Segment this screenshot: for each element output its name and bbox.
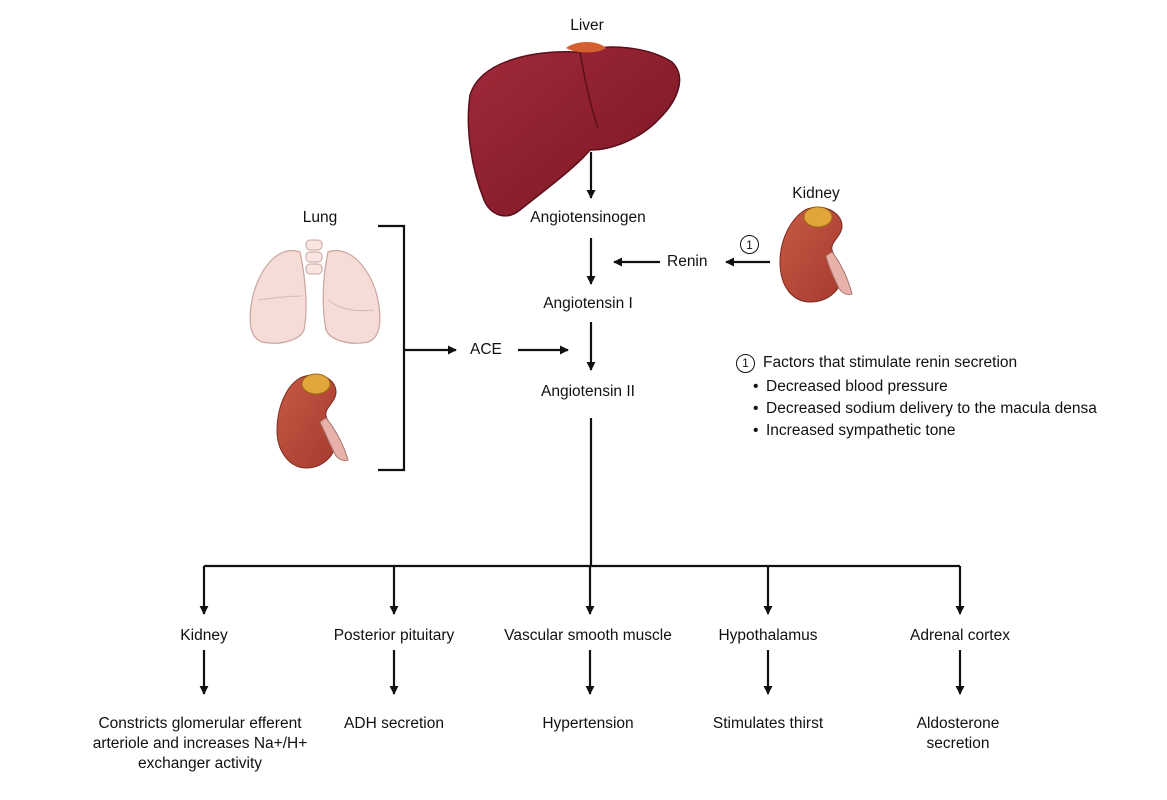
target-site-kidney: Kidney — [180, 627, 228, 644]
factor-marker-icon: 1 — [740, 235, 759, 254]
ace-source-bracket — [378, 224, 406, 472]
effect-posterior-pituitary: ADH secretion — [344, 715, 444, 732]
effect-hypothalamus: Stimulates thirst — [712, 715, 824, 732]
note-item: Decreased sodium delivery to the macula … — [736, 398, 1097, 420]
angiotensin-i-label: Angiotensin I — [543, 295, 633, 312]
liver-illustration — [467, 42, 681, 217]
renin-label: Renin — [667, 253, 708, 270]
target-site-hypothalamus: Hypothalamus — [718, 627, 818, 644]
kidney-label: Kidney — [792, 185, 840, 202]
renin-stimuli-note: 1 Factors that stimulate renin secretion… — [736, 352, 1097, 442]
effect-vascular-smooth-muscle: Hypertension — [542, 715, 634, 732]
kidney-illustration-right — [779, 206, 853, 303]
note-heading: Factors that stimulate renin secretion — [763, 354, 1018, 371]
ace-label: ACE — [470, 341, 502, 358]
lung-label: Lung — [302, 209, 338, 226]
liver-label: Liver — [570, 17, 604, 34]
effect-kidney: Constricts glomerular efferent arteriole… — [92, 715, 308, 772]
kidney-illustration-left — [276, 373, 349, 469]
target-site-posterior-pituitary: Posterior pituitary — [333, 627, 455, 644]
note-item: Increased sympathetic tone — [736, 420, 1097, 442]
lung-illustration — [249, 239, 381, 344]
angiotensin-ii-label: Angiotensin II — [541, 383, 635, 400]
effect-adrenal-cortex: Aldosterone secretion — [916, 715, 1000, 752]
note-marker-icon: 1 — [736, 353, 755, 373]
angiotensinogen-label: Angiotensinogen — [530, 209, 646, 226]
target-site-vascular-smooth-muscle: Vascular smooth muscle — [504, 627, 672, 644]
note-item: Decreased blood pressure — [736, 376, 1097, 398]
note-list: Decreased blood pressure Decreased sodiu… — [736, 376, 1097, 442]
target-site-adrenal-cortex: Adrenal cortex — [910, 627, 1010, 644]
